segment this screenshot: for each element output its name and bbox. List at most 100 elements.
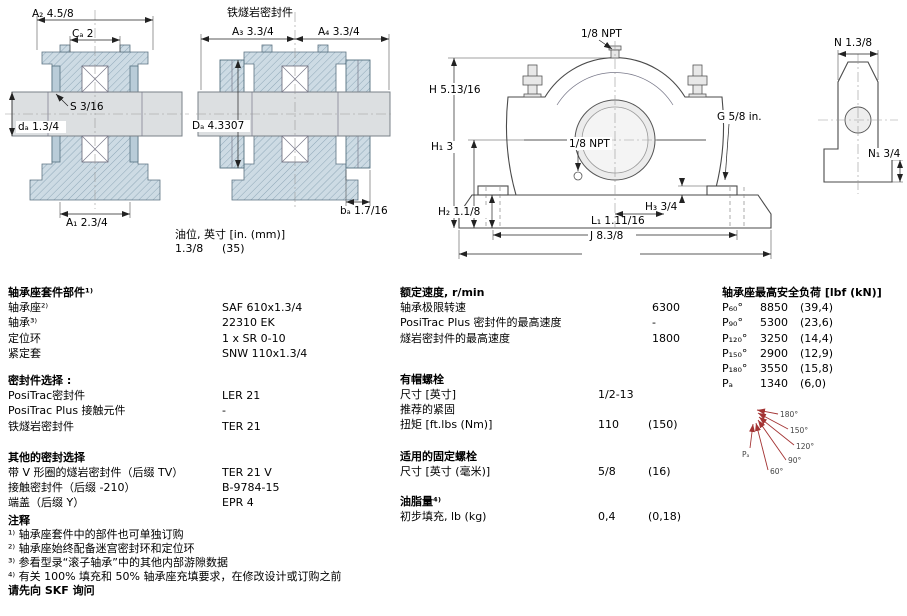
- spec-label: 初步填充, lb (kg): [400, 510, 487, 524]
- dimensions: H 5.13/16 H₁ 3 H₂ 1.1/8 J 8.3/8 L₁ 1.11/…: [428, 28, 773, 260]
- load-label: P₆₀°: [722, 301, 743, 315]
- seal-options-header: 密封件选择 :: [8, 373, 72, 387]
- spec-label: 尺寸 [英寸]: [400, 387, 457, 401]
- spec-label: 定位环: [8, 331, 41, 345]
- spec-label: 扭矩 [ft.lbs (Nm)]: [400, 418, 493, 432]
- notes-footer: 请先向 SKF 询问: [8, 584, 95, 597]
- npt-top-label: 1/8 NPT: [581, 28, 622, 40]
- dim-n-label: N 1.3/8: [834, 37, 872, 49]
- spec-row: PosiTrac Plus 密封件的最高速度 -: [400, 315, 710, 330]
- spec-value-alt: (0,18): [648, 510, 682, 524]
- spec-value: SAF 610x1.3/4: [222, 301, 303, 315]
- spec-value: LER 21: [222, 389, 261, 403]
- load-direction-diagram: 180° 150° 120° 90° 60° Pₐ: [742, 408, 814, 476]
- spec-row: 定位环 1 x SR 0-10: [8, 331, 393, 346]
- pa-label: Pₐ: [742, 450, 750, 459]
- load-row: P₁₅₀° 2900 (12,9): [722, 346, 902, 361]
- dim-j-label: J 8.3/8: [589, 230, 623, 242]
- dim-h1-label: H₁ 3: [431, 141, 453, 153]
- spec-value: 1/2-13: [598, 387, 634, 401]
- notes-header: 注释: [8, 514, 30, 527]
- spec-row: 接触密封件（后缀 -210） B-9784-15: [8, 480, 393, 495]
- spec-value: -: [652, 316, 656, 330]
- load-row: P₁₈₀° 3550 (15,8): [722, 361, 902, 376]
- spec-label: 带 V 形圈的燧岩密封件（后缀 TV）: [8, 465, 184, 479]
- load-value: 2900: [760, 346, 788, 360]
- spec-value: -: [222, 404, 226, 418]
- safe-load-table: 轴承座最高安全负荷 [lbf (kN)] P₆₀° 8850 (39,4) P₉…: [722, 285, 902, 391]
- spec-row: PosiTrac密封件 LER 21: [8, 388, 393, 403]
- grease-header: 油脂量⁴⁾: [400, 494, 441, 508]
- load-value-kn: (15,8): [800, 361, 834, 375]
- load-row: P₆₀° 8850 (39,4): [722, 300, 902, 315]
- spec-value: SNW 110x1.3/4: [222, 346, 308, 360]
- side-grease-fitting: [573, 171, 583, 181]
- other-seals-header: 其他的密封选择: [8, 450, 85, 464]
- load-label: P₉₀°: [722, 316, 743, 330]
- spec-label: 尺寸 [英寸 (毫米)]: [400, 464, 491, 478]
- spec-label: 燧岩密封件的最高速度: [400, 331, 510, 345]
- spec-label: 轴承³⁾: [8, 316, 38, 330]
- spec-value: 110: [598, 418, 619, 432]
- dimensions: A₃ 3.3/4 A₄ 3.3/4 Dₐ 4.3307 bₐ 1.7/16: [192, 26, 390, 217]
- spec-value: B-9784-15: [222, 481, 280, 495]
- load-label: P₁₂₀°: [722, 331, 748, 345]
- spec-value: 1800: [652, 331, 680, 345]
- spec-row: 轴承座²⁾ SAF 610x1.3/4: [8, 300, 393, 315]
- shaft-section-drawing: A₂ 4.5/8 Cₐ 2 S 3/16 dₐ 1.3/4 A₁ 2.3/4: [5, 8, 189, 229]
- dim-g-label: G 5/8 in.: [717, 111, 762, 123]
- taconite-seal-title: 铁燧岩密封件: [227, 6, 293, 19]
- front-view-drawing: H 5.13/16 H₁ 3 H₂ 1.1/8 J 8.3/8 L₁ 1.11/…: [428, 28, 773, 260]
- spec-label: 推荐的紧固: [400, 403, 455, 417]
- spec-value: 22310 EK: [222, 316, 275, 330]
- dim-ca-label: Cₐ 2: [72, 28, 93, 40]
- oil-level-note: 油位, 英寸 [in. (mm)] 1.3/8 (35): [175, 228, 285, 256]
- taconite-section-drawing: A₃ 3.3/4 A₄ 3.3/4 Dₐ 4.3307 bₐ 1.7/16: [192, 12, 393, 217]
- spec-label: 铁燧岩密封件: [8, 419, 74, 433]
- load-value-kn: (39,4): [800, 301, 834, 315]
- angle-label: 180°: [780, 410, 798, 419]
- spec-row: 尺寸 [英寸 (毫米)] 5/8 (16): [400, 464, 710, 479]
- spec-row: 尺寸 [英寸] 1/2-13: [400, 387, 710, 402]
- dimensions: A₂ 4.5/8 Cₐ 2 S 3/16 dₐ 1.3/4 A₁ 2.3/4: [9, 8, 154, 229]
- note-line: ³⁾ 参看型录“滚子轴承”中的其他内部游隙数据: [8, 556, 229, 569]
- spec-row: 带 V 形圈的燧岩密封件（后缀 TV） TER 21 V: [8, 465, 393, 480]
- side-view-drawing: N 1.3/8 N₁ 3/4: [818, 37, 904, 194]
- spec-row: 紧定套 SNW 110x1.3/4: [8, 346, 393, 361]
- spec-value: EPR 4: [222, 496, 254, 510]
- dim-h-label: H 5.13/16: [429, 84, 481, 96]
- attachment-bolts-header: 适用的固定螺栓: [400, 449, 477, 463]
- spec-row: 轴承极限转速 6300: [400, 300, 710, 315]
- angle-label: 90°: [788, 456, 802, 465]
- spec-label: 端盖（后缀 Y）: [8, 496, 85, 510]
- spec-row: 铁燧岩密封件 TER 21: [8, 419, 393, 434]
- spec-row: 推荐的紧固: [400, 402, 710, 417]
- oil-level-value-mm: (35): [222, 242, 245, 255]
- spec-label: PosiTrac密封件: [8, 389, 86, 403]
- spec-label: 接触密封件（后缀 -210）: [8, 481, 136, 495]
- spec-value-alt: (16): [648, 464, 671, 478]
- load-value: 8850: [760, 301, 788, 315]
- spec-label: 轴承座²⁾: [8, 301, 49, 315]
- spec-row: 扭矩 [ft.lbs (Nm)] 110 (150): [400, 417, 710, 432]
- load-value-kn: (6,0): [800, 377, 827, 391]
- speed-header: 额定速度, r/min: [400, 286, 485, 299]
- note-line: ⁴⁾ 有关 100% 填充和 50% 轴承座充填要求，在修改设计或订购之前: [8, 570, 342, 583]
- components-table: 轴承座套件部件¹⁾ 轴承座²⁾ SAF 610x1.3/4 轴承³⁾ 22310…: [8, 285, 393, 510]
- angle-label: 150°: [790, 426, 808, 435]
- oil-level-label: 油位, 英寸 [in. (mm)]: [175, 228, 286, 241]
- npt-side-label: 1/8 NPT: [569, 138, 610, 150]
- spec-row: 轴承³⁾ 22310 EK: [8, 315, 393, 330]
- dim-ba-label: bₐ 1.7/16: [340, 205, 388, 217]
- load-value-kn: (14,4): [800, 331, 834, 345]
- dim-s-label: S 3/16: [70, 101, 104, 113]
- spec-label: 紧定套: [8, 346, 41, 360]
- centerlines: [5, 10, 189, 209]
- load-value-kn: (12,9): [800, 346, 834, 360]
- spec-value: TER 21: [222, 419, 261, 433]
- load-value: 3550: [760, 361, 788, 375]
- load-value: 1340: [760, 377, 788, 391]
- load-value: 5300: [760, 316, 788, 330]
- load-label: Pₐ: [722, 377, 733, 391]
- spec-label: PosiTrac Plus 密封件的最高速度: [400, 316, 562, 330]
